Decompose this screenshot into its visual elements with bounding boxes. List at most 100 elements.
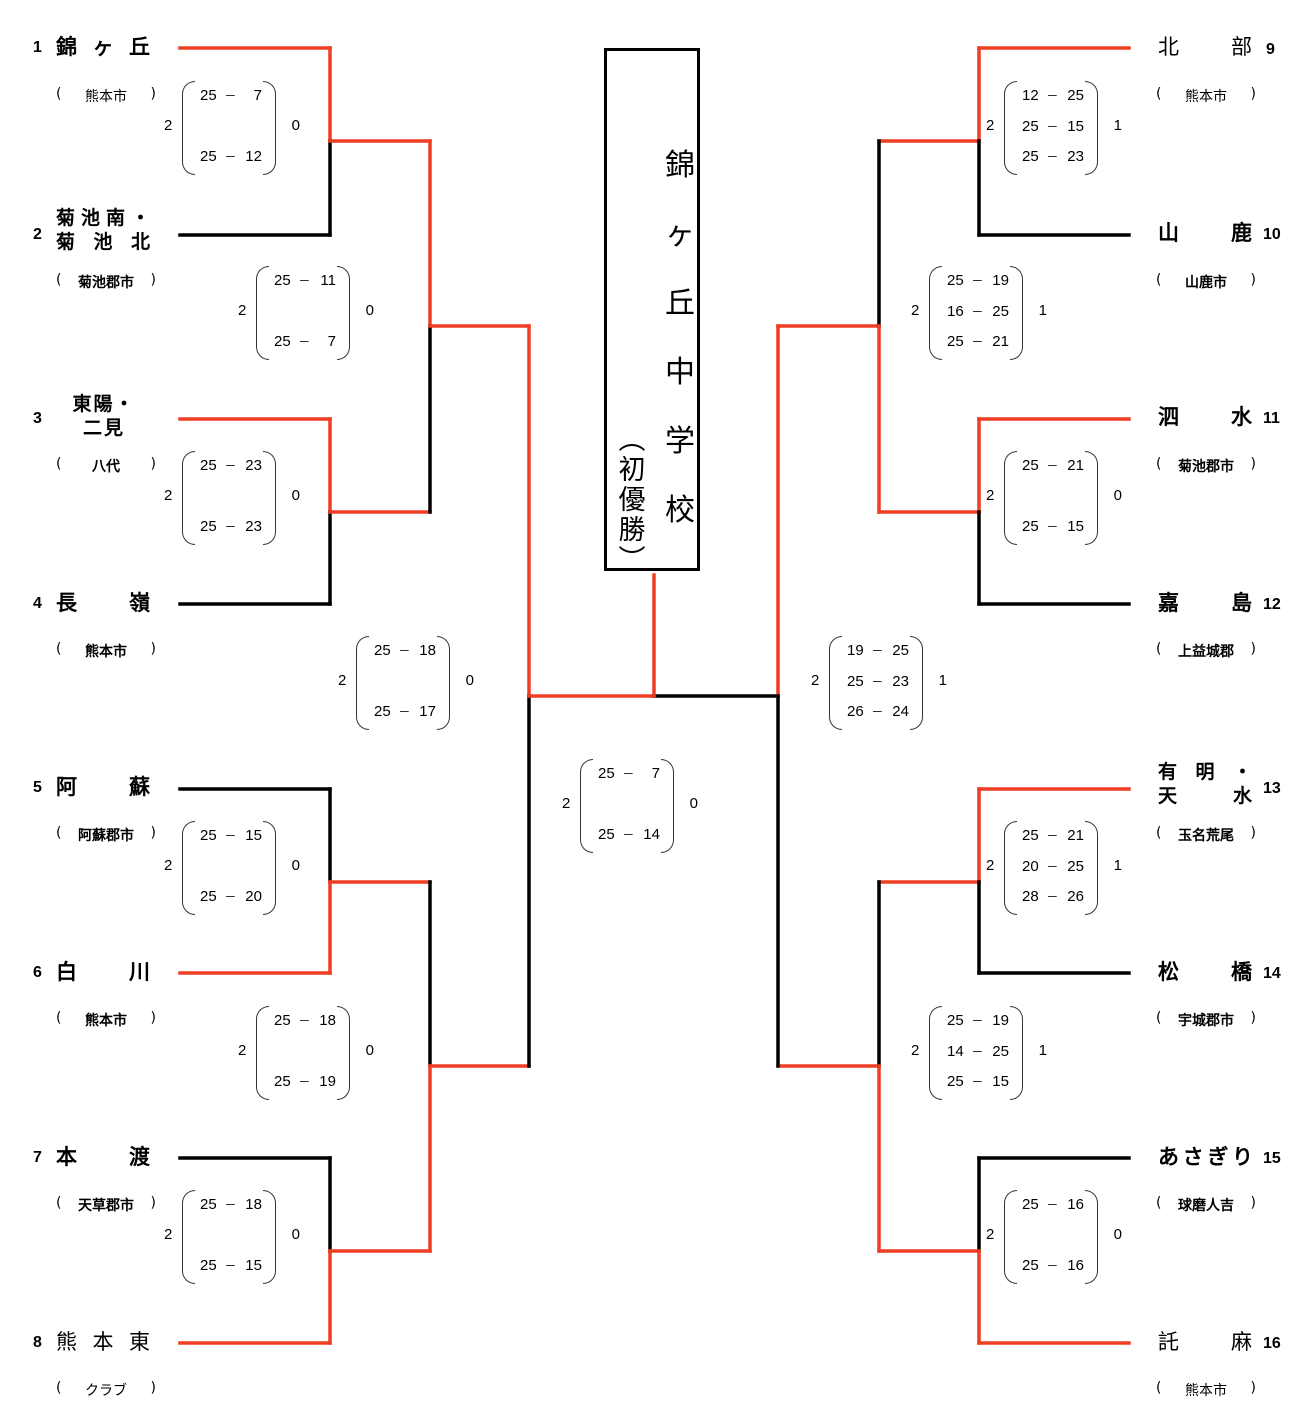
team-region: (菊池郡市): [1156, 456, 1256, 475]
right-paren: [263, 451, 276, 545]
set-dash: －: [224, 890, 237, 904]
set-points-a: 25: [1022, 518, 1039, 535]
sets-won-b: 0: [1113, 487, 1122, 504]
set-points-a: 16: [947, 303, 964, 320]
team-region: (天草郡市): [56, 1195, 156, 1214]
set-score: 25－15: [200, 827, 262, 845]
set-score: 28－26: [1022, 888, 1084, 906]
set-score: 25－18: [374, 642, 436, 660]
set-score: 25－20: [200, 888, 262, 906]
set-points-a: 25: [274, 1073, 291, 1090]
set-score: 25－19: [274, 1073, 336, 1091]
set-points-b: 23: [245, 518, 262, 535]
champion-name-char: 校: [665, 493, 695, 528]
set-points-a: 12: [1022, 87, 1039, 104]
set-points-a: 25: [200, 518, 217, 535]
set-points-b: 15: [992, 1073, 1009, 1090]
set-points-a: 25: [200, 1257, 217, 1274]
set-points-a: 25: [847, 673, 864, 690]
set-score: 25－7: [200, 87, 262, 105]
set-points-a: 25: [1022, 827, 1039, 844]
sets-won-a: 2: [562, 795, 571, 812]
team-name-line: 二見: [82, 417, 125, 439]
set-points-b: 25: [892, 642, 909, 659]
set-dash: －: [224, 829, 237, 843]
champion-note-char: 優: [618, 485, 646, 516]
team-region: (クラブ): [56, 1380, 156, 1399]
set-dash: －: [224, 459, 237, 473]
right-paren: [1085, 1190, 1098, 1284]
set-score: 20－25: [1022, 858, 1084, 876]
team-region: (球磨人吉): [1156, 1195, 1256, 1214]
seed-number: 14: [1263, 965, 1281, 982]
set-score: 19－25: [847, 642, 909, 660]
set-dash: －: [398, 705, 411, 719]
set-score: 25－15: [1022, 118, 1084, 136]
set-points-b: 21: [1067, 827, 1084, 844]
set-score: 25－17: [374, 703, 436, 721]
set-dash: －: [224, 1259, 237, 1273]
sets-won-b: 0: [291, 117, 300, 134]
set-score: 25－21: [1022, 457, 1084, 475]
set-dash: －: [971, 305, 984, 319]
set-dash: －: [622, 828, 635, 842]
set-dash: －: [871, 705, 884, 719]
team-name: 託 麻: [1158, 1330, 1254, 1354]
team-region: (上益城郡): [1156, 641, 1256, 660]
set-points-b: 19: [992, 1012, 1009, 1029]
seed-number: 4: [33, 595, 42, 612]
set-dash: －: [622, 767, 635, 781]
set-points-b: 23: [245, 457, 262, 474]
set-dash: －: [971, 274, 984, 288]
set-dash: －: [1046, 1198, 1059, 1212]
set-points-b: 21: [992, 333, 1009, 350]
champion-note-char: ︵: [618, 425, 646, 456]
set-score: 25－11: [274, 272, 336, 290]
sets-won-b: 0: [1113, 1226, 1122, 1243]
champion-note-char: 勝: [618, 515, 646, 546]
set-points-a: 28: [1022, 888, 1039, 905]
team-region: (熊本市): [56, 86, 156, 105]
set-dash: －: [224, 520, 237, 534]
sets-won-b: 1: [1038, 1042, 1047, 1059]
team-region: (熊本市): [56, 641, 156, 660]
team-name: 有明・天 水: [1158, 760, 1254, 808]
set-dash: －: [224, 150, 237, 164]
sets-won-b: 0: [291, 1226, 300, 1243]
set-score: 25－18: [200, 1196, 262, 1214]
left-paren: [580, 759, 593, 853]
right-paren: [263, 1190, 276, 1284]
set-dash: －: [871, 675, 884, 689]
set-dash: －: [1046, 829, 1059, 843]
set-points-a: 25: [1022, 118, 1039, 135]
set-points-a: 25: [1022, 1196, 1039, 1213]
sets-won-a: 2: [164, 117, 173, 134]
set-dash: －: [1046, 860, 1059, 874]
set-points-b: 23: [1067, 148, 1084, 165]
team-name: 熊本東: [56, 1330, 152, 1354]
set-points-a: 25: [274, 272, 291, 289]
seed-number: 16: [1263, 1335, 1281, 1352]
set-points-a: 14: [947, 1043, 964, 1060]
sets-won-a: 2: [164, 1226, 173, 1243]
sets-won-a: 2: [164, 857, 173, 874]
set-dash: －: [1046, 150, 1059, 164]
set-points-a: 25: [274, 1012, 291, 1029]
team-region: (宇城郡市): [1156, 1010, 1256, 1029]
set-dash: －: [224, 89, 237, 103]
team-name: 錦 ヶ 丘: [56, 35, 152, 59]
set-dash: －: [298, 1014, 311, 1028]
sets-won-b: 1: [1038, 302, 1047, 319]
set-points-a: 25: [947, 333, 964, 350]
set-score: 25－14: [598, 826, 660, 844]
set-score: 25－16: [1022, 1257, 1084, 1275]
seed-number: 5: [33, 779, 42, 796]
set-points-b: 25: [1067, 858, 1084, 875]
set-dash: －: [971, 1075, 984, 1089]
set-points-a: 25: [200, 457, 217, 474]
